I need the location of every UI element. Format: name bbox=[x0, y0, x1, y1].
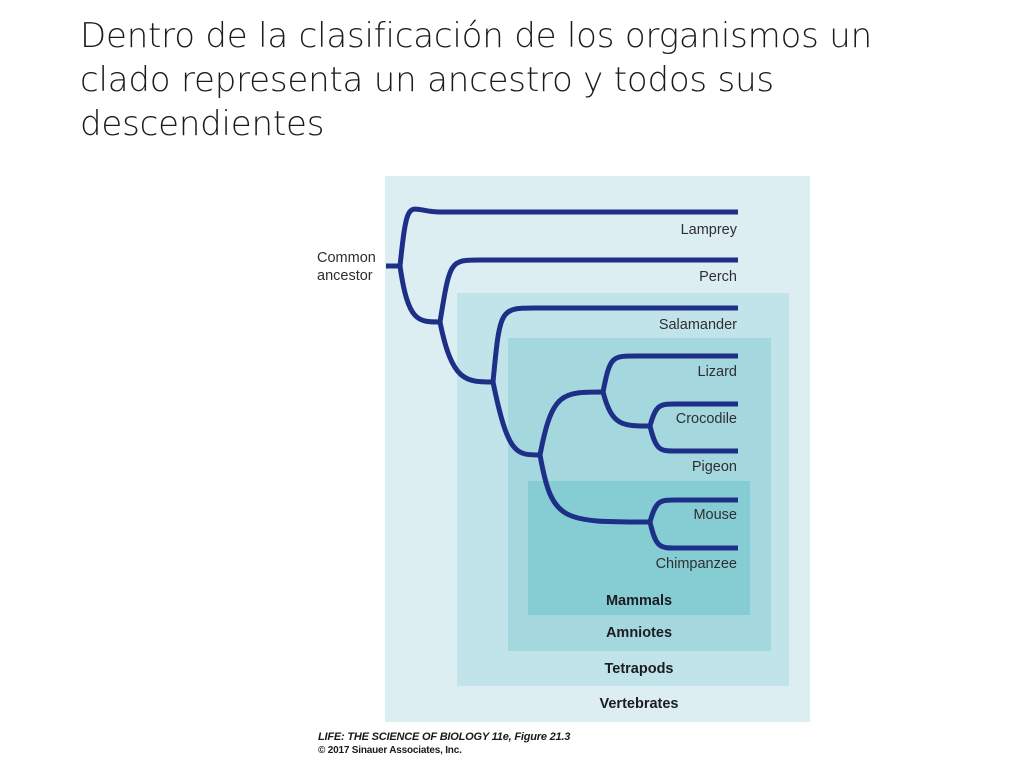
branch-to-fish-node bbox=[397, 265, 441, 325]
clade-label-vertebrates: Vertebrates bbox=[600, 696, 679, 712]
taxon-label-pigeon: Pigeon bbox=[692, 459, 737, 475]
slide-title-line-2: clado representa un ancestro y todos sus bbox=[80, 60, 774, 100]
taxon-label-lamprey: Lamprey bbox=[681, 222, 738, 238]
figure-source: LIFE: THE SCIENCE OF BIOLOGY 11e, Figure… bbox=[318, 731, 571, 743]
branch-to-amniote-node bbox=[490, 381, 541, 458]
taxon-label-mouse: Mouse bbox=[693, 507, 737, 523]
clade-label-tetrapods: Tetrapods bbox=[604, 661, 673, 677]
branch-to-tetrapod-node bbox=[437, 321, 494, 385]
branch-crocodile bbox=[647, 401, 738, 427]
clade-label-amniotes: Amniotes bbox=[606, 625, 672, 641]
ancestor-label-line-1: Common bbox=[317, 250, 376, 266]
taxon-label-perch: Perch bbox=[699, 269, 737, 285]
branch-perch bbox=[437, 257, 738, 323]
taxon-label-chimpanzee: Chimpanzee bbox=[656, 556, 737, 572]
taxon-label-salamander: Salamander bbox=[659, 317, 737, 333]
tree-branches bbox=[386, 206, 738, 551]
figure-credit: LIFE: THE SCIENCE OF BIOLOGY 11e, Figure… bbox=[318, 731, 570, 757]
taxon-label-crocodile: Crocodile bbox=[676, 411, 737, 427]
branch-lamprey bbox=[397, 206, 738, 267]
clade-label-mammals: Mammals bbox=[606, 593, 672, 609]
slide-title-line-1: Dentro de la clasificación de los organi… bbox=[80, 16, 872, 56]
figure-copyright: © 2017 Sinauer Associates, Inc. bbox=[318, 745, 462, 756]
ancestor-label-line-2: ancestor bbox=[317, 268, 373, 284]
branch-lizard bbox=[600, 353, 738, 393]
branch-mouse bbox=[647, 497, 738, 523]
slide-title: Dentro de la clasificación de los organi… bbox=[80, 14, 980, 146]
branch-pigeon bbox=[647, 425, 738, 454]
slide-title-line-3: descendientes bbox=[80, 104, 325, 144]
branch-to-reptile-node bbox=[537, 389, 604, 456]
taxon-label-lizard: Lizard bbox=[698, 364, 738, 380]
branch-to-mammal-node bbox=[537, 454, 651, 525]
branch-chimpanzee bbox=[647, 521, 738, 551]
branch-to-archosaur-node bbox=[600, 391, 651, 429]
branch-salamander bbox=[490, 305, 738, 383]
